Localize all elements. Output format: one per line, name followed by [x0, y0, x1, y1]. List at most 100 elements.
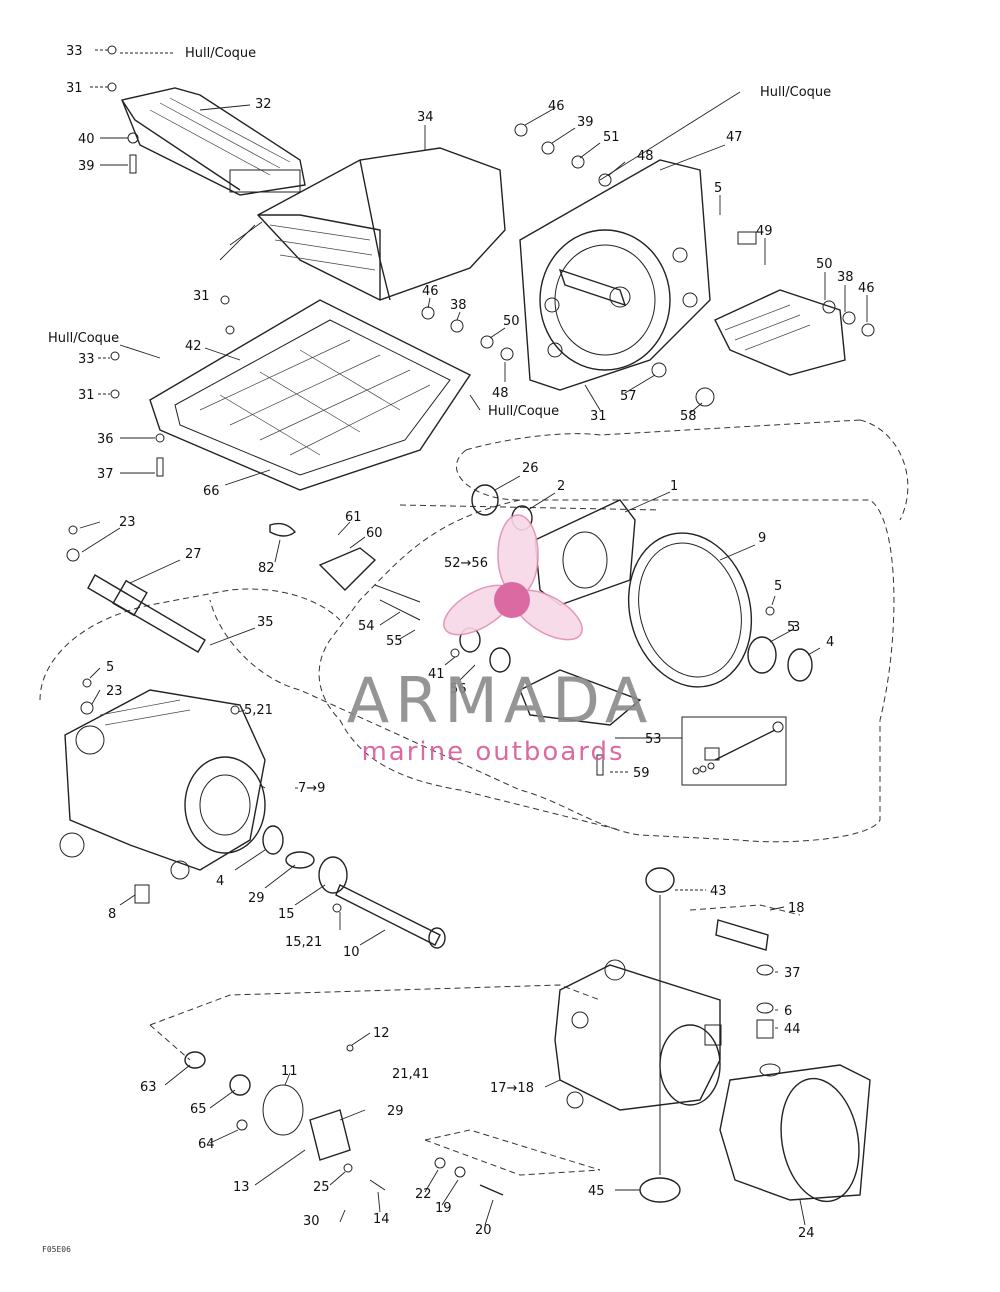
- parts-37-6-44: [756, 964, 774, 1039]
- callout-labels: 33 31 32 40 39 34 46 39 51 48 47 5 49 50…: [66, 44, 875, 1241]
- callout-39-top: 39: [577, 115, 594, 130]
- callout-22: 22: [415, 1187, 432, 1202]
- callout-42: 42: [185, 339, 202, 354]
- watermark-brand: ARMADA: [347, 664, 653, 737]
- detail-box-53: [681, 716, 787, 786]
- callout-29-left: 29: [248, 891, 265, 906]
- callout-31-left: 31: [78, 388, 95, 403]
- callout-15: 15: [278, 907, 295, 922]
- callout-50-mid: 50: [503, 314, 520, 329]
- callout-24: 24: [798, 1226, 815, 1241]
- callout-41-mid: 41: [428, 667, 445, 682]
- callout-19: 19: [435, 1201, 452, 1216]
- part-66-grate: [149, 299, 472, 491]
- callout-50-right: 50: [816, 257, 833, 272]
- callout-15-21: 15,21: [285, 935, 322, 950]
- callout-39: 39: [78, 159, 95, 174]
- callout-48-mid: 48: [492, 386, 509, 401]
- callout-54: 54: [358, 619, 375, 634]
- callout-33-left: 33: [78, 352, 95, 367]
- callout-5-right: 5: [774, 579, 782, 594]
- part-9-wear-ring: [627, 532, 753, 688]
- callout-51: 51: [603, 130, 620, 145]
- callout-48-top: 48: [637, 149, 654, 164]
- leader-lines: [79, 49, 868, 1226]
- callout-60: 60: [366, 526, 383, 541]
- callout-37-left: 37: [97, 467, 114, 482]
- callout-61: 61: [345, 510, 362, 525]
- callout-44: 44: [784, 1022, 801, 1037]
- impeller-stack: [134, 825, 446, 949]
- callout-5-mid: 5: [787, 620, 795, 635]
- callout-40: 40: [78, 132, 95, 147]
- callout-5-top: 5: [714, 181, 722, 196]
- part-27-driveshaft: [87, 574, 206, 653]
- callout-34: 34: [417, 110, 434, 125]
- callout-82: 82: [258, 561, 275, 576]
- figure-code: F05E06: [42, 1245, 71, 1254]
- hull-label-center: Hull/Coque: [488, 404, 559, 419]
- callout-36: 36: [97, 432, 114, 447]
- callout-53: 53: [645, 732, 662, 747]
- callout-52-56: 52→56: [444, 556, 488, 571]
- bottom-left-small-parts: [184, 1051, 504, 1196]
- callout-43: 43: [710, 884, 727, 899]
- callout-4-left: 4: [216, 874, 224, 889]
- callout-17-18: 17→18: [490, 1081, 534, 1096]
- callout-23-top: 23: [119, 515, 136, 530]
- callout-27: 27: [185, 547, 202, 562]
- callout-8: 8: [108, 907, 116, 922]
- callout-30: 30: [303, 1214, 320, 1229]
- parts-3-4-nut: [747, 636, 813, 682]
- propeller-logo-icon: [443, 514, 583, 641]
- callout-33-top: 33: [66, 44, 83, 59]
- part-1-stator-cone: [534, 499, 636, 606]
- part-17-nozzle-housing: [554, 959, 722, 1111]
- callout-46-mid: 46: [422, 284, 439, 299]
- callout-38-right: 38: [837, 270, 854, 285]
- callout-3: 3: [792, 620, 800, 635]
- callout-35: 35: [257, 615, 274, 630]
- callout-5-left: 5: [106, 660, 114, 675]
- callout-64: 64: [198, 1137, 215, 1152]
- hull-label-left: Hull/Coque: [48, 331, 119, 346]
- callout-14: 14: [373, 1212, 390, 1227]
- callout-66: 66: [203, 484, 220, 499]
- callout-20: 20: [475, 1223, 492, 1238]
- armada-watermark: ARMADA marine outboards: [347, 514, 653, 767]
- hardware-glyphs: [66, 45, 875, 1052]
- part-18-pin: [715, 919, 769, 951]
- part-34-cover: [256, 147, 506, 301]
- callout-49: 49: [756, 224, 773, 239]
- callout-12: 12: [373, 1026, 390, 1041]
- part-49-clamp: [714, 231, 846, 376]
- callout-9: 9: [758, 531, 766, 546]
- callout-11: 11: [281, 1064, 298, 1079]
- parts-43-45-bushings: [639, 867, 681, 1203]
- callout-10: 10: [343, 945, 360, 960]
- callout-23-left: 23: [106, 684, 123, 699]
- callout-6: 6: [784, 1004, 792, 1019]
- callout-5-21: 5,21: [244, 703, 273, 718]
- callout-37-right: 37: [784, 966, 801, 981]
- callout-47: 47: [726, 130, 743, 145]
- part-32-bracket: [121, 87, 306, 196]
- callout-57: 57: [620, 389, 637, 404]
- part-7-pump-housing: [59, 689, 266, 880]
- callout-46-top: 46: [548, 99, 565, 114]
- callout-7-9: 7→9: [298, 781, 325, 796]
- callout-31-mid: 31: [193, 289, 210, 304]
- callout-1: 1: [670, 479, 678, 494]
- callout-32: 32: [255, 97, 272, 112]
- part-47-housing: [519, 159, 711, 391]
- hull-label-top: Hull/Coque: [185, 46, 256, 61]
- callout-31-top: 31: [66, 81, 83, 96]
- callout-18: 18: [788, 901, 805, 916]
- callout-45: 45: [588, 1184, 605, 1199]
- callout-13: 13: [233, 1180, 250, 1195]
- callout-25: 25: [313, 1180, 330, 1195]
- callout-26: 26: [522, 461, 539, 476]
- callout-58: 58: [680, 409, 697, 424]
- callout-65: 65: [190, 1102, 207, 1117]
- callout-63: 63: [140, 1080, 157, 1095]
